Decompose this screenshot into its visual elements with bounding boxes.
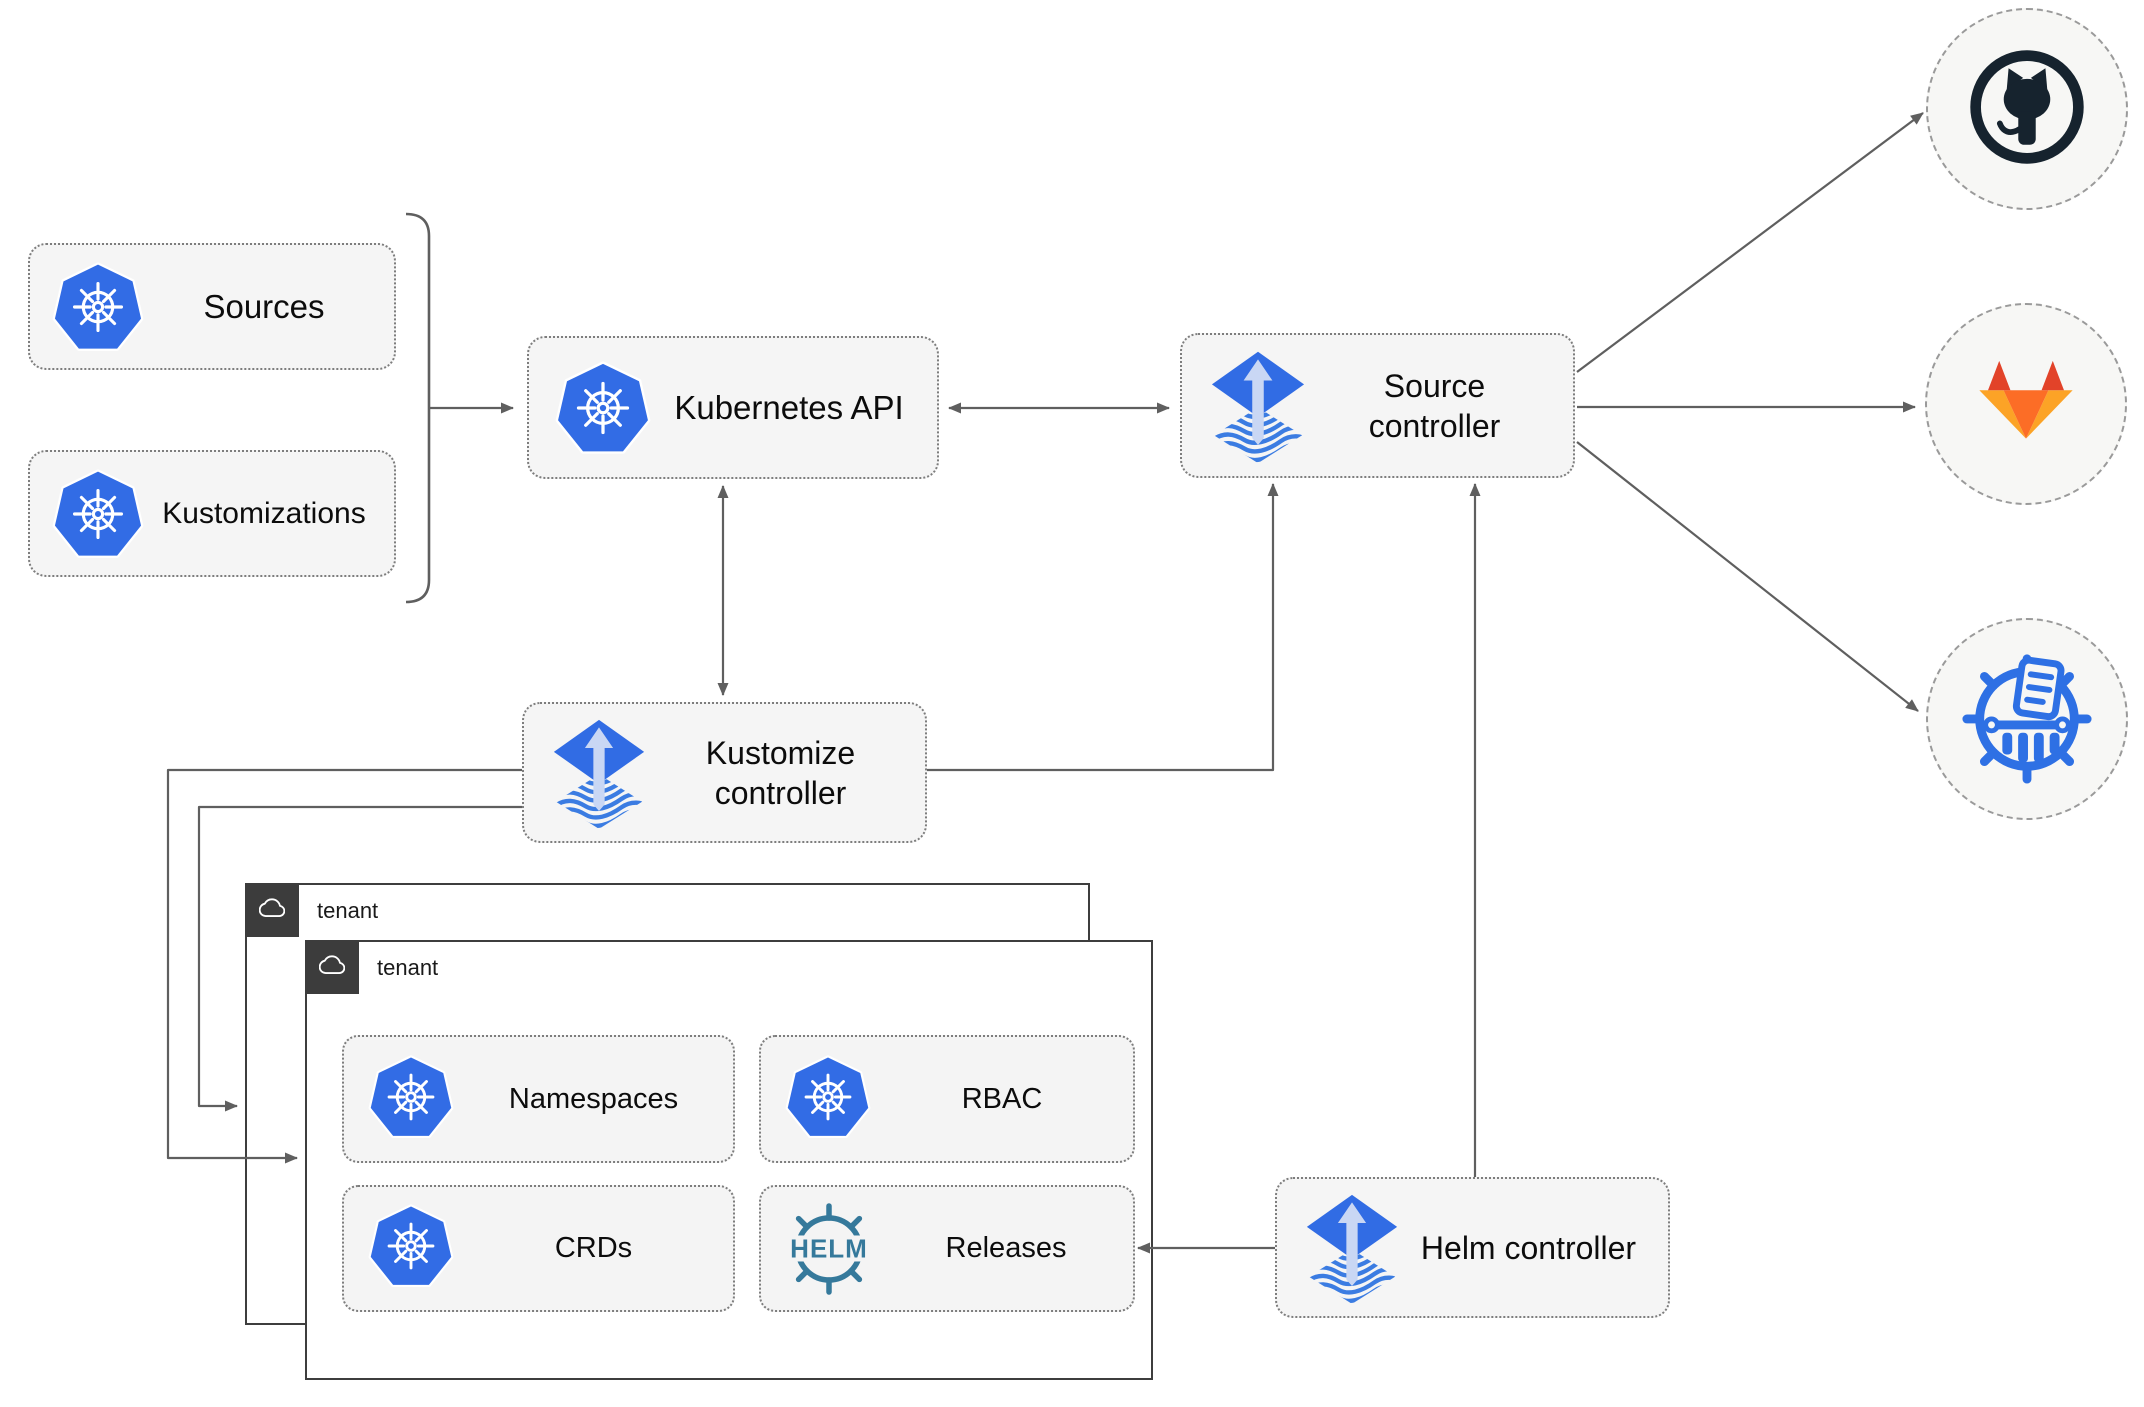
node-crds-label: CRDs xyxy=(554,1232,633,1264)
edge-kustomize-to-source xyxy=(927,483,1279,772)
tenant-outer-label: tenant xyxy=(317,898,379,923)
chartmuseum-helm-repo-icon xyxy=(1958,648,2096,791)
node-kubernetes-api: Kubernetes API xyxy=(527,336,939,479)
node-sources-label: Sources xyxy=(203,287,325,325)
node-kustomize-controller: Kustomize controller xyxy=(522,702,927,843)
node-crds: CRDs xyxy=(342,1185,735,1312)
node-helm-controller-label: Helm controller xyxy=(1420,1229,1637,1266)
tenant-inner-label: tenant xyxy=(377,955,439,980)
kubernetes-icon xyxy=(368,1203,454,1294)
node-releases: HELM Releases xyxy=(759,1185,1135,1312)
remote-chartmuseum xyxy=(1926,618,2128,820)
kubernetes-icon xyxy=(52,261,144,353)
node-namespaces: Namespaces xyxy=(342,1035,735,1163)
helm-logo-text: HELM xyxy=(788,1232,870,1263)
node-source-controller-label: Source controller xyxy=(1368,367,1501,444)
kubernetes-icon xyxy=(368,1054,454,1145)
tenant-group-inner: tenant Namespaces RBAC CRDs HELM xyxy=(305,940,1153,1380)
node-rbac-label: RBAC xyxy=(961,1082,1043,1115)
node-kubernetes-api-label: Kubernetes API xyxy=(674,388,904,426)
tenant-tab xyxy=(245,883,299,937)
edge-source-to-github xyxy=(1576,112,1924,373)
node-kustomizations-label: Kustomizations xyxy=(162,496,366,530)
node-kustomize-controller-label: Kustomize controller xyxy=(705,734,856,811)
node-helm-controller: Helm controller xyxy=(1275,1177,1670,1318)
node-releases-label: Releases xyxy=(945,1232,1067,1264)
cloud-icon xyxy=(316,952,348,983)
gitlab-icon xyxy=(1974,354,2078,454)
node-namespaces-label: Namespaces xyxy=(508,1082,679,1115)
node-source-controller: Source controller xyxy=(1180,333,1575,478)
remote-github xyxy=(1926,8,2128,210)
node-sources: Sources xyxy=(28,243,396,370)
flux-icon xyxy=(1210,346,1306,465)
helm-wheel-icon: HELM xyxy=(779,1199,879,1299)
edge-source-to-chartmuseum xyxy=(1576,441,1919,712)
flux-icon xyxy=(552,714,646,831)
cloud-icon xyxy=(256,895,288,926)
github-icon xyxy=(1964,44,2090,175)
kubernetes-icon xyxy=(785,1054,871,1145)
node-kustomizations: Kustomizations xyxy=(28,450,396,577)
tenant-tab xyxy=(305,940,359,994)
remote-gitlab xyxy=(1925,303,2127,505)
node-rbac: RBAC xyxy=(759,1035,1135,1163)
edge-bracket xyxy=(405,212,431,604)
flux-icon xyxy=(1305,1189,1399,1306)
kubernetes-icon xyxy=(52,468,144,560)
kubernetes-icon xyxy=(555,360,651,456)
